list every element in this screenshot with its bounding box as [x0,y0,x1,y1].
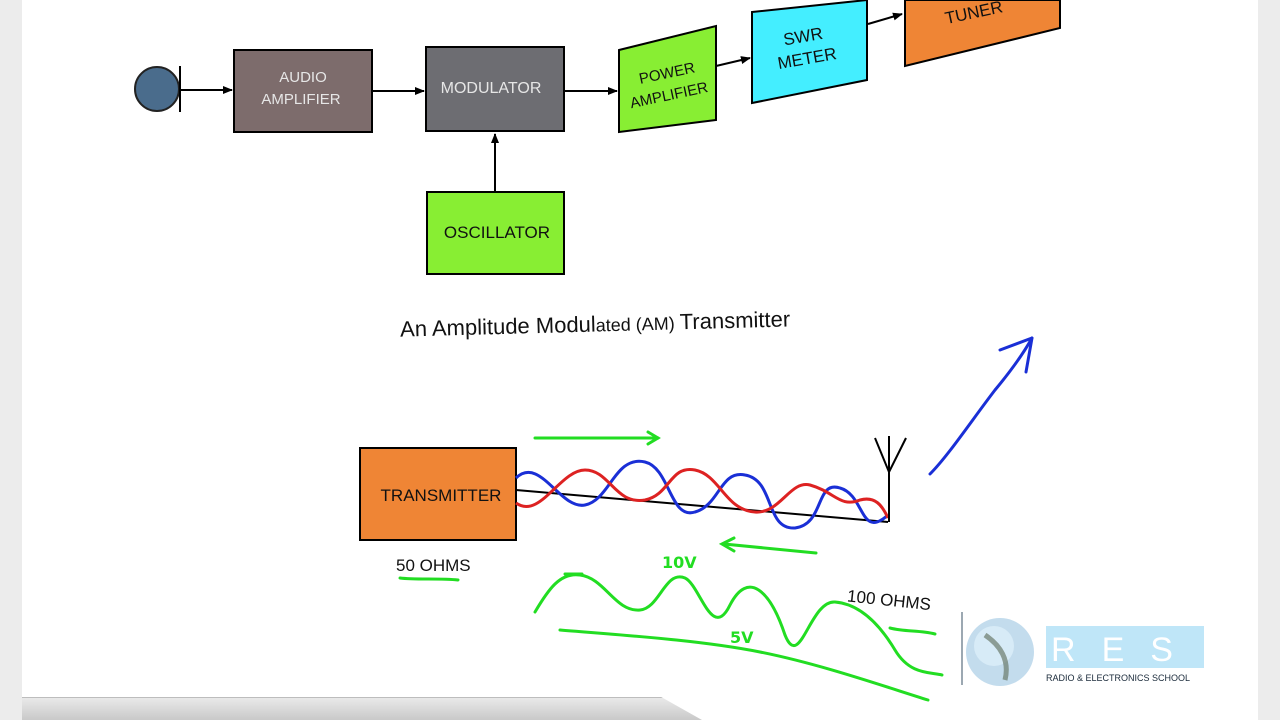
modulator-block: MODULATOR [425,46,565,132]
caption-part-2: ated (AM) [595,313,680,335]
audio-amplifier-block: AUDIO AMPLIFIER [233,49,373,133]
transmitter-label: TRANSMITTER [381,486,502,505]
voltage-envelope-wave [533,573,944,677]
impedance-100-underline [888,626,937,636]
antenna-icon [874,436,907,522]
impedance-50-underline [398,576,460,582]
radiated-signal-arrow [928,336,1034,476]
logo-letters: RES [1051,631,1199,669]
res-logo: RES RADIO & ELECTRONICS SCHOOL [961,612,1204,686]
audio-amplifier-label-1: AUDIO [279,69,327,86]
reflected-wave-red [515,468,890,519]
caption-part-1: An Amplitude Modul [400,312,596,342]
diagram-caption: An Amplitude Modulated (AM) Transmitter [400,306,791,341]
voltage-5v-label: 5V [730,628,754,647]
power-amplifier-block: POWER AMPLIFIER [618,24,717,134]
swr-to-tuner-arrow [867,12,903,25]
voltage-10v-label: 10V [662,553,697,572]
oscillator-block: OSCILLATOR [426,191,565,275]
transmitter-block: TRANSMITTER [359,447,517,541]
microphone-icon [134,66,181,112]
feed-line [515,489,889,523]
audio-amplifier-label-2: AMPLIFIER [261,91,340,108]
logo-subtitle: RADIO & ELECTRONICS SCHOOL [1046,673,1190,683]
caption-part-3: Transmitter [679,306,790,334]
power-to-swr-arrow [715,56,751,67]
voltage-trend-line [558,628,930,702]
forward-wave-arrow [533,430,661,446]
bottom-toolbar [22,697,702,720]
impedance-50-label: 50 OHMS [396,556,471,575]
antenna-tuner-block: TUNER [904,0,1061,68]
reflected-wave-arrow [718,536,818,555]
modulator-label: MODULATOR [441,80,542,97]
oscillator-label: OSCILLATOR [444,223,550,242]
swr-meter-block: SWR METER [751,0,868,105]
